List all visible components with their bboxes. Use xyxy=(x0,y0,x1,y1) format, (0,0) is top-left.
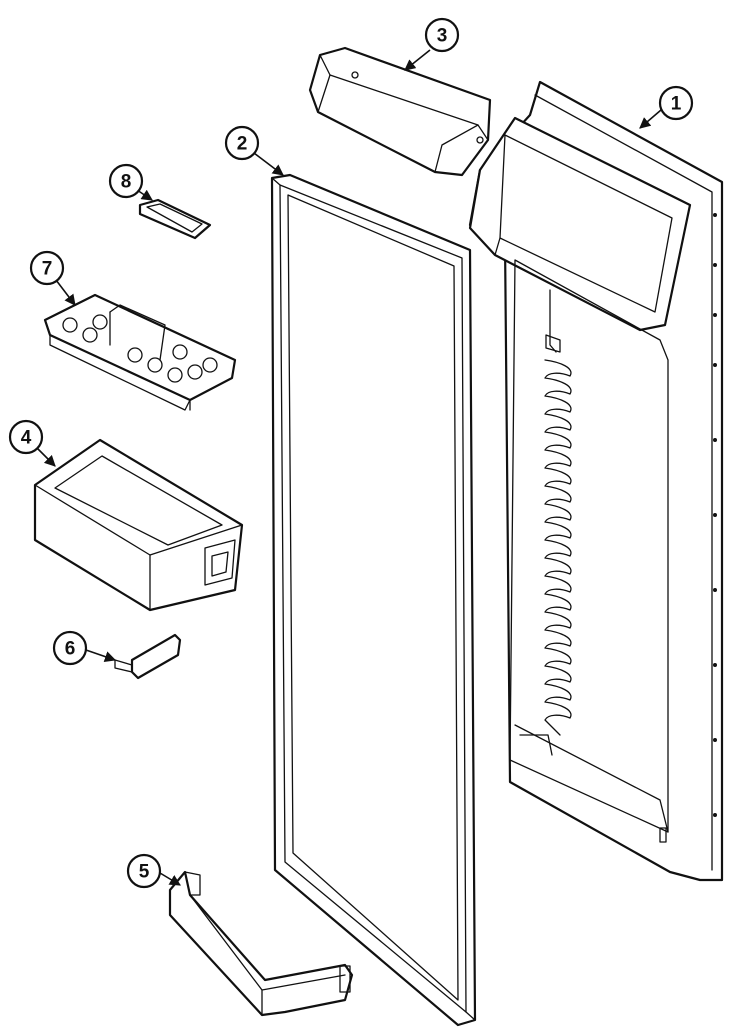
callout-2-label: 2 xyxy=(237,134,248,155)
callout-5: 5 xyxy=(126,853,181,889)
callout-7-label: 7 xyxy=(42,259,53,280)
part-storage-bin xyxy=(33,438,244,612)
callout-2: 2 xyxy=(224,125,284,176)
callout-6: 6 xyxy=(52,630,117,666)
callout-3-label: 3 xyxy=(437,26,448,47)
callout-8-label: 8 xyxy=(121,172,132,193)
callout-4-label: 4 xyxy=(21,428,32,449)
part-door-liner xyxy=(468,80,724,882)
part-small-tray xyxy=(138,198,212,240)
callout-4: 4 xyxy=(8,419,56,467)
part-ice-cube-tray xyxy=(43,293,237,411)
part-shelf-bar xyxy=(168,870,354,1017)
callout-6-label: 6 xyxy=(65,639,76,660)
part-door-gasket xyxy=(270,173,477,1027)
part-dairy-door xyxy=(308,46,492,177)
callout-1: 1 xyxy=(639,85,694,129)
callout-1-label: 1 xyxy=(671,94,682,115)
part-bracket xyxy=(114,633,182,680)
callout-8: 8 xyxy=(108,163,153,201)
callout-7: 7 xyxy=(29,250,76,306)
callout-5-label: 5 xyxy=(139,862,150,883)
callout-3: 3 xyxy=(404,17,460,71)
